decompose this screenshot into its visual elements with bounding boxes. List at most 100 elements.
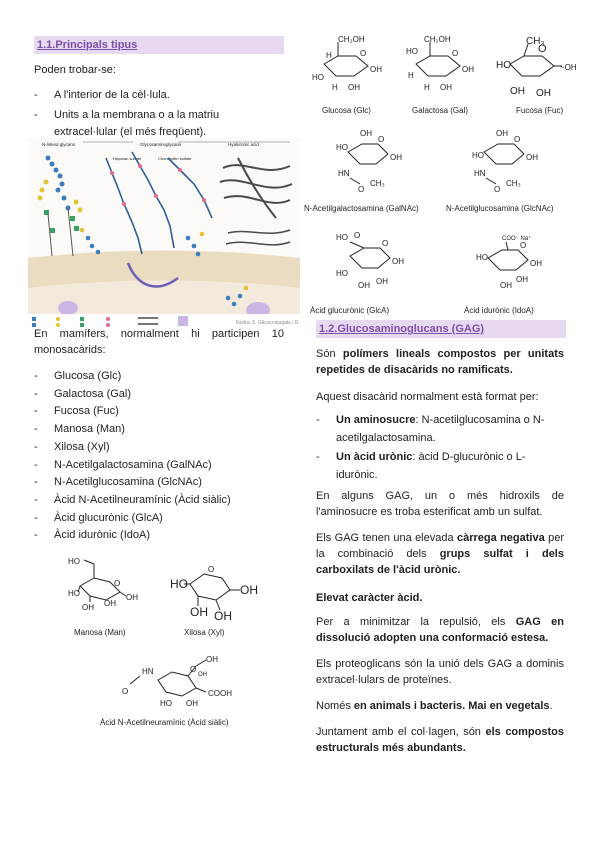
svg-text:OH: OH: [376, 277, 388, 286]
mannose-caption: Manosa (Man): [74, 628, 126, 637]
intro-text: Poden trobar-se:: [34, 64, 116, 76]
svg-text:HO: HO: [336, 143, 348, 152]
list-item: Galactosa (Gal): [34, 386, 284, 404]
proteoglycan-text: Els proteoglicans són la unió dels GAG a…: [316, 658, 564, 686]
svg-text:OH: OH: [214, 609, 232, 622]
svg-text:HO: HO: [472, 151, 484, 160]
charge-text: Els GAG tenen una elevada càrrega negati…: [316, 530, 564, 578]
repulsion-text: Per a minimitzar la repulsió, els GAG en…: [316, 614, 564, 646]
bold-text: Un aminosucre: [336, 414, 416, 426]
list-item: Un àcid urònic: àcid D-glucurònic o L-id…: [316, 449, 564, 484]
text-span: : àcid D-glucurònic o L-idurònic.: [336, 451, 526, 482]
svg-text:OH: OH: [462, 65, 474, 74]
figure-label: Chondroitin sulfate: [158, 156, 192, 161]
list-item: Units a la membrana o a la matriu extrac…: [34, 107, 284, 142]
svg-text:HO: HO: [496, 60, 511, 71]
svg-text:HO: HO: [160, 699, 172, 708]
text-span: Són: [316, 348, 343, 360]
list-item: Fucosa (Fuc): [34, 403, 284, 421]
svg-text:OH: OH: [526, 153, 538, 162]
svg-text:O: O: [358, 185, 364, 194]
text-span: : N-acetilglucosamina o N-acetilgalactos…: [336, 414, 545, 444]
svg-text:OH: OH: [358, 281, 370, 290]
list-item: N-Acetilgalactosamina (GalNAc): [34, 457, 284, 475]
section-heading-principals: 1.1.Principals tipus: [34, 36, 284, 54]
svg-text:H: H: [332, 83, 338, 92]
svg-text:HO: HO: [68, 557, 80, 566]
svg-text:OH: OH: [348, 83, 360, 92]
svg-text:O: O: [378, 135, 384, 144]
svg-text:HN: HN: [142, 667, 154, 676]
glcnac-caption: N-Acetilglucosamina (GlcNAc): [446, 204, 554, 213]
svg-text:OH: OH: [370, 65, 382, 74]
svg-text:OH: OH: [126, 593, 138, 602]
svg-text:OH: OH: [516, 275, 528, 284]
list-item: Xilosa (Xyl): [34, 439, 284, 457]
glucose-caption: Glucosa (Glc): [322, 106, 371, 115]
list-item: Àcid idurònic (IdoA): [34, 527, 284, 545]
monosaccharide-list: Glucosa (Glc) Galactosa (Gal) Fucosa (Fu…: [34, 368, 284, 545]
fucose-structure: O CH₃ ~OH HO OH OH: [496, 36, 576, 99]
svg-text:OH: OH: [206, 655, 218, 664]
glca-caption: Àcid glucurònic (GlcA): [310, 306, 390, 315]
svg-text:HO: HO: [312, 73, 324, 82]
figure-label: Glycosaminoglycans: [140, 142, 182, 147]
svg-text:OH: OH: [536, 88, 551, 99]
glycoconjugates-figure: N-linked glycans Glycosaminoglycans Hyal…: [28, 138, 300, 328]
svg-text:O: O: [520, 241, 526, 250]
gag-definition: Són polímers lineals compostos per unita…: [316, 346, 564, 378]
svg-text:O: O: [122, 687, 128, 696]
svg-text:O: O: [538, 43, 547, 55]
svg-text:HO: HO: [336, 233, 348, 242]
xylose-caption: Xilosa (Xyl): [184, 628, 225, 637]
bold-text: els compostos estructurals més abundants…: [316, 726, 564, 754]
galactose-caption: Galactosa (Gal): [412, 106, 469, 115]
svg-text:CH₃: CH₃: [370, 179, 385, 188]
svg-text:OH: OH: [82, 603, 94, 612]
text-span: Els GAG tenen una elevada: [316, 532, 457, 544]
disaccharide-list: Un aminosucre: N-acetilglucosamina o N-a…: [316, 412, 564, 487]
svg-text:O: O: [114, 579, 120, 588]
svg-text:O: O: [494, 185, 500, 194]
svg-text:HO: HO: [476, 253, 488, 262]
svg-text:O: O: [382, 239, 388, 248]
collagen-text: Juntament amb el col·lagen, són els comp…: [316, 724, 564, 756]
svg-text:O: O: [452, 49, 458, 58]
svg-text:HO: HO: [406, 47, 418, 56]
text-span: Juntament amb el col·lagen, són: [316, 726, 486, 738]
svg-text:OH: OH: [496, 129, 508, 138]
svg-text:CH₂OH: CH₂OH: [424, 35, 451, 44]
svg-text:OH: OH: [186, 699, 198, 708]
idoa-caption: Àcid idurònic (IdoA): [464, 306, 534, 315]
figure-label: Hyaluronic acid: [228, 142, 259, 147]
list-item: Glucosa (Glc): [34, 368, 284, 386]
xylose-structure: O OH HO OH OH: [170, 565, 258, 622]
svg-text:OH: OH: [500, 281, 512, 290]
sulfate-text: En alguns GAG, un o més hidroxils de l'a…: [316, 490, 564, 518]
svg-text:COO⁻ Na⁺: COO⁻ Na⁺: [502, 235, 531, 242]
svg-text:O: O: [514, 135, 520, 144]
svg-text:OH: OH: [360, 129, 372, 138]
svg-text:OH: OH: [392, 257, 404, 266]
svg-text:HO: HO: [170, 577, 188, 591]
svg-text:O: O: [354, 232, 360, 240]
bold-text: GAG en dissolució adopten una conformaci…: [316, 616, 564, 644]
svg-text:CH₃: CH₃: [526, 36, 545, 47]
svg-text:HN: HN: [338, 169, 350, 178]
svg-text:OH: OH: [198, 672, 207, 678]
text-span: per la combinació dels: [316, 532, 564, 560]
svg-text:H: H: [408, 71, 414, 80]
svg-text:OH: OH: [190, 605, 208, 619]
svg-text:OH: OH: [530, 259, 542, 268]
text-span: .: [549, 700, 553, 712]
list-item: A l'interior de la cèl·lula.: [34, 87, 284, 105]
svg-text:CH₂OH: CH₂OH: [338, 35, 365, 44]
mammals-text: En mamífers, normalment hi participen 10…: [34, 328, 284, 356]
list-item: N-Acetilglucosamina (GlcNAc): [34, 474, 284, 492]
location-list: A l'interior de la cèl·lula. Units a la …: [34, 87, 284, 144]
